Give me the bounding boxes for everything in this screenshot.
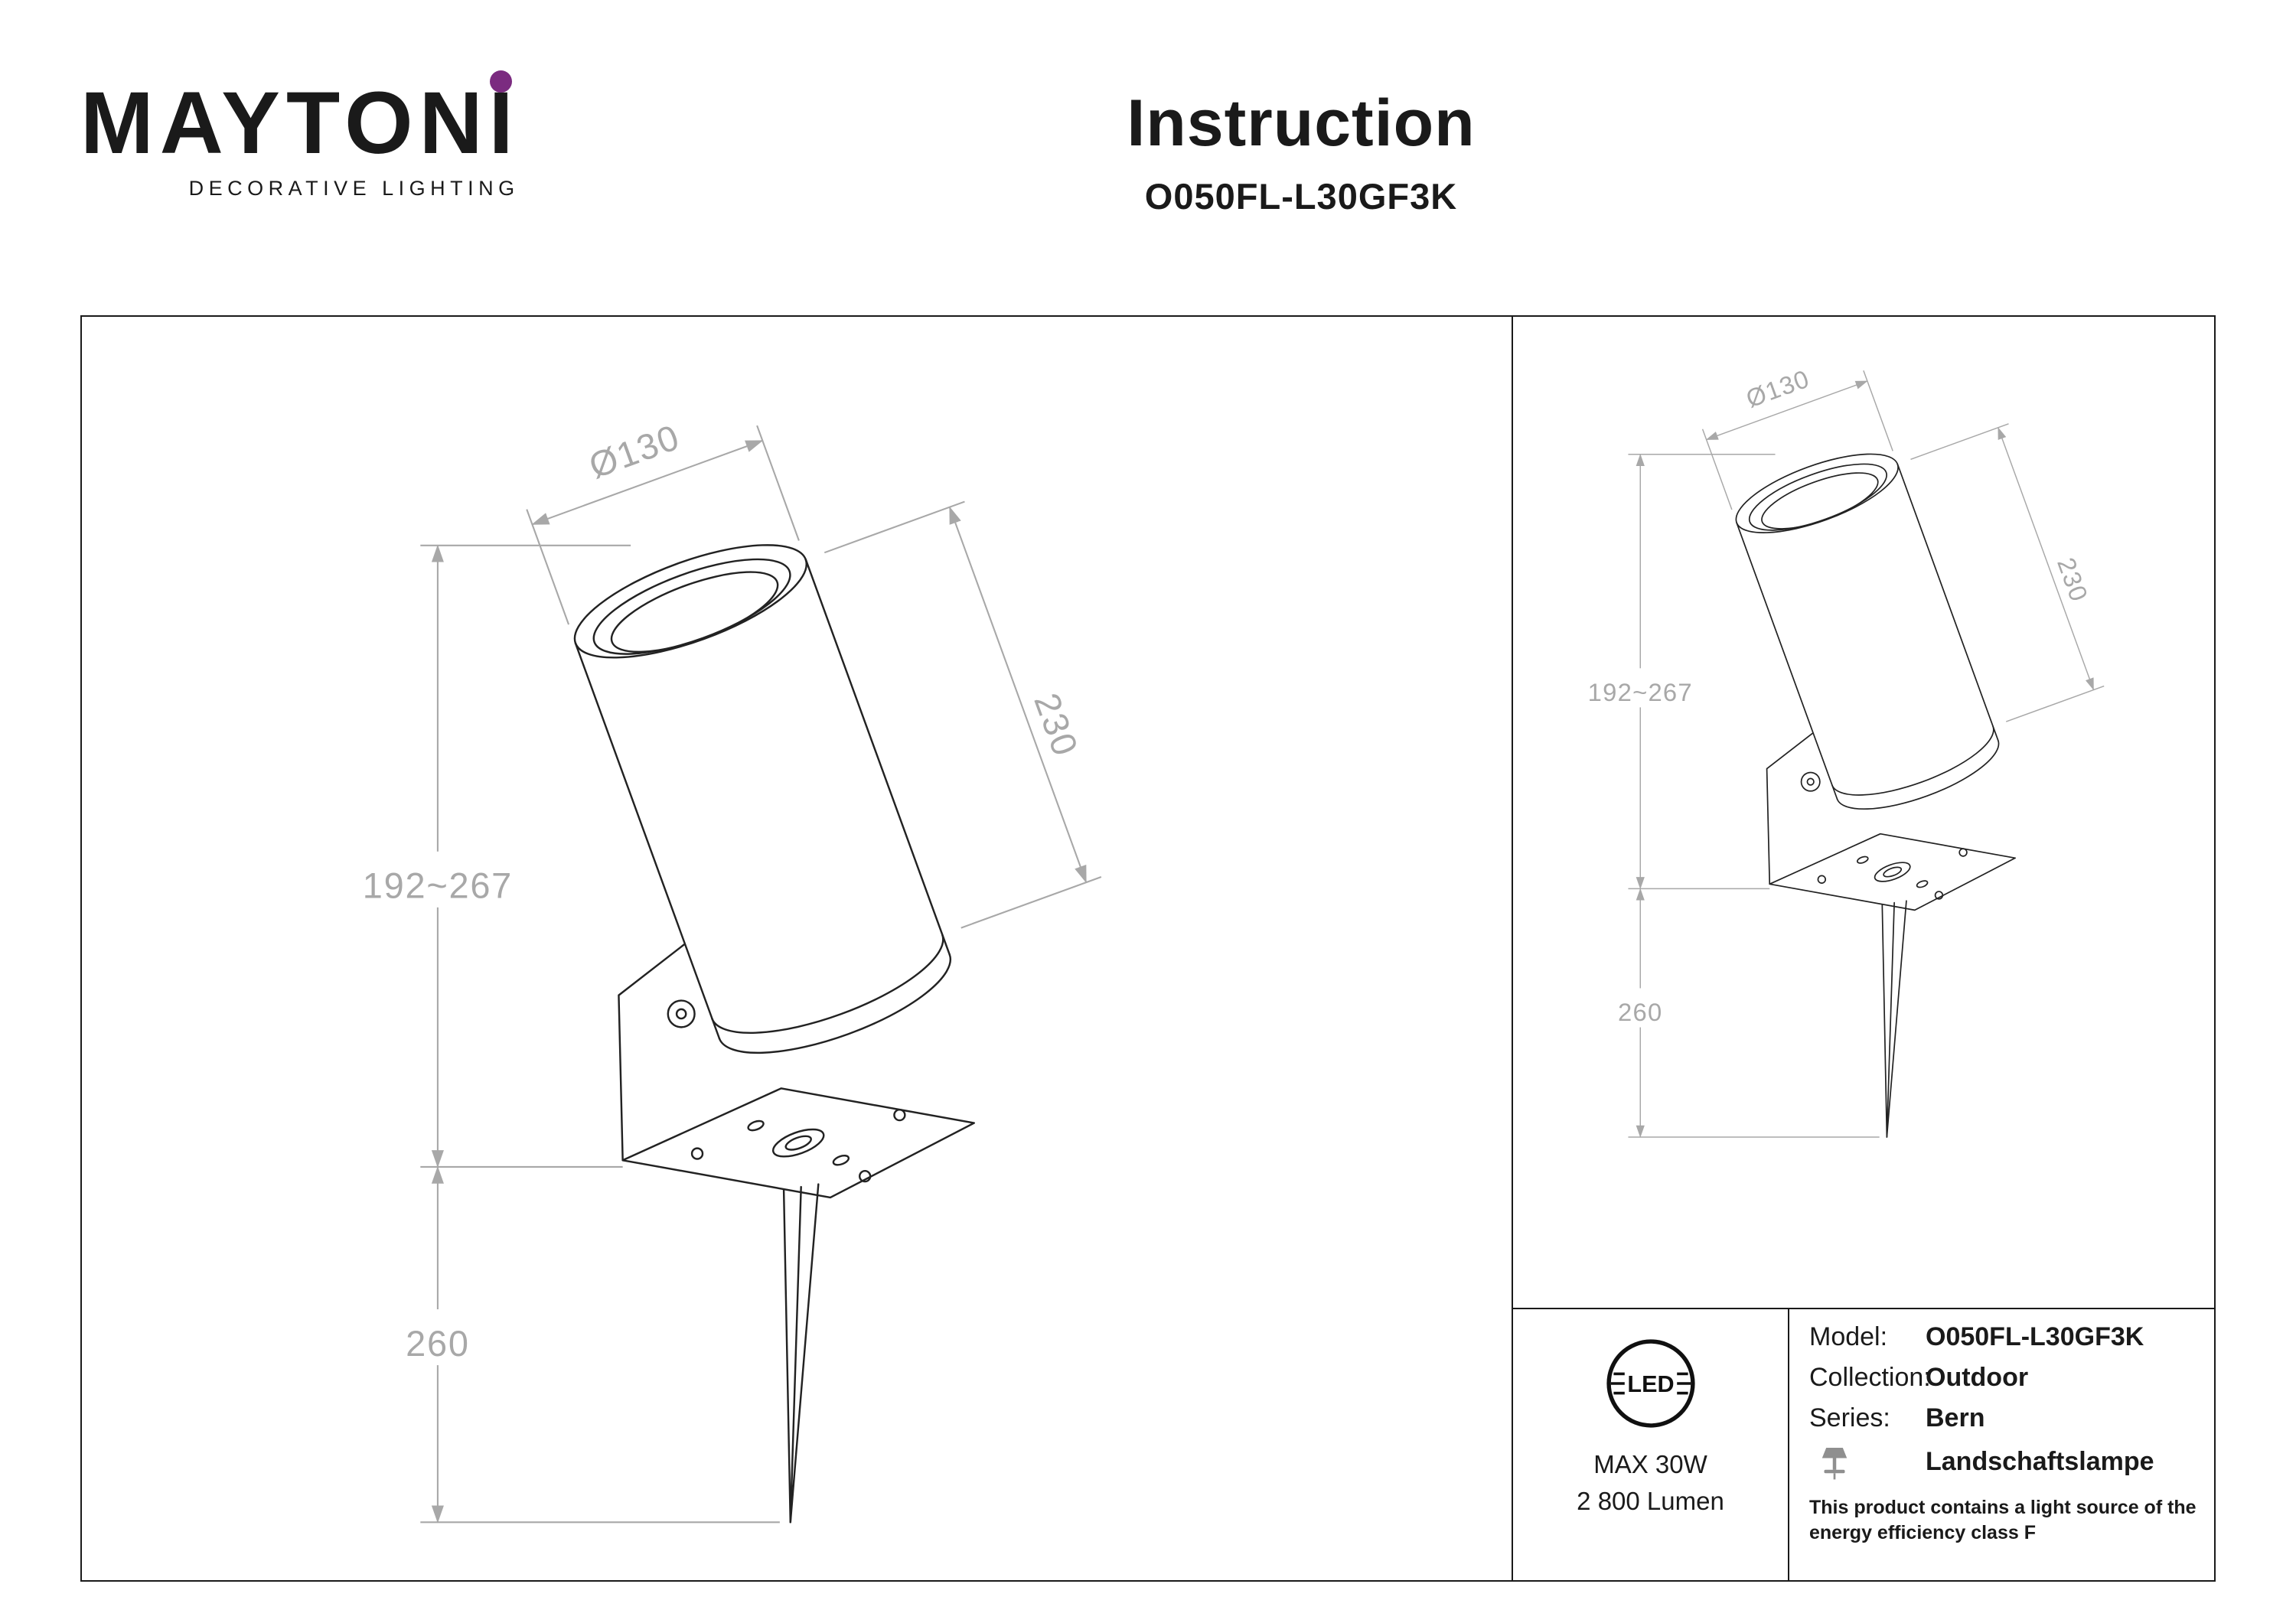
technical-drawing-small: Ø130 230 192~267 260 <box>1515 364 2213 1163</box>
drawing-panel-left: Ø130 230 192~267 260 <box>82 317 1512 1580</box>
spec-row-series: Series: Bern <box>1809 1398 2214 1439</box>
technical-drawing-large: Ø130 230 192~267 260 <box>258 416 1270 1559</box>
product-type-label: Landschaftslampe <box>1926 1446 2154 1476</box>
product-code: O050FL-L30GF3K <box>1144 176 1458 217</box>
max-power: MAX 30W <box>1593 1450 1707 1478</box>
product-type-row: Landschaftslampe <box>1809 1439 2214 1484</box>
led-info-cell: LED MAX 30W 2 800 Lumen <box>1513 1309 1789 1580</box>
spec-label: Collection: <box>1809 1363 1931 1392</box>
title-block: Instruction O050FL-L30GF3K <box>972 86 1630 217</box>
dim-label-spike-depth: 260 <box>406 1323 470 1364</box>
spec-row-collection: Collection: Outdoor <box>1809 1357 2214 1398</box>
dim-label-height-range: 192~267 <box>1588 678 1693 706</box>
dim-label-diameter: Ø130 <box>584 416 686 486</box>
brand-name: MAYTONI <box>80 70 520 168</box>
landscape-lamp-icon <box>1809 1441 1926 1482</box>
spec-value: Bern <box>1926 1403 1985 1432</box>
dim-label-diameter: Ø130 <box>1743 364 1814 413</box>
led-badge-label: LED <box>1627 1371 1674 1397</box>
product-specs: Model: O050FL-L30GF3K Collection: Outdoo… <box>1789 1309 2214 1580</box>
luminous-flux: 2 800 Lumen <box>1577 1487 1724 1515</box>
spec-row-model: Model: O050FL-L30GF3K <box>1809 1317 2214 1357</box>
product-info-row: LED MAX 30W 2 800 Lumen Model: O050FL-L3… <box>1513 1308 2214 1580</box>
dim-label-body-length: 230 <box>2052 554 2094 606</box>
led-badge-icon: LED <box>1606 1339 1695 1428</box>
spec-value: Outdoor <box>1926 1363 2029 1392</box>
brand-tagline: DECORATIVE LIGHTING <box>188 177 520 200</box>
dim-label-spike-depth: 260 <box>1618 998 1662 1026</box>
spec-label: Series: <box>1809 1403 1890 1432</box>
brand-wordmark: MAYTONI <box>80 74 520 172</box>
brand-accent-dot <box>489 70 512 93</box>
drawing-panel-right: Ø130 230 192~267 260 <box>1512 317 2214 1580</box>
brand-logo: MAYTONI DECORATIVE LIGHTING <box>80 70 520 200</box>
energy-efficiency-note: This product contains a light source of … <box>1809 1497 2197 1543</box>
page-title: Instruction <box>1127 86 1476 160</box>
dim-label-height-range: 192~267 <box>363 865 513 906</box>
drawing-area-small: Ø130 230 192~267 260 <box>1513 317 2214 1308</box>
spec-label: Model: <box>1809 1322 1888 1351</box>
content-panels: Ø130 230 192~267 260 Ø130 230 192~267 26… <box>80 315 2216 1582</box>
dim-label-body-length: 230 <box>1026 688 1086 762</box>
spec-value: O050FL-L30GF3K <box>1926 1322 2144 1351</box>
